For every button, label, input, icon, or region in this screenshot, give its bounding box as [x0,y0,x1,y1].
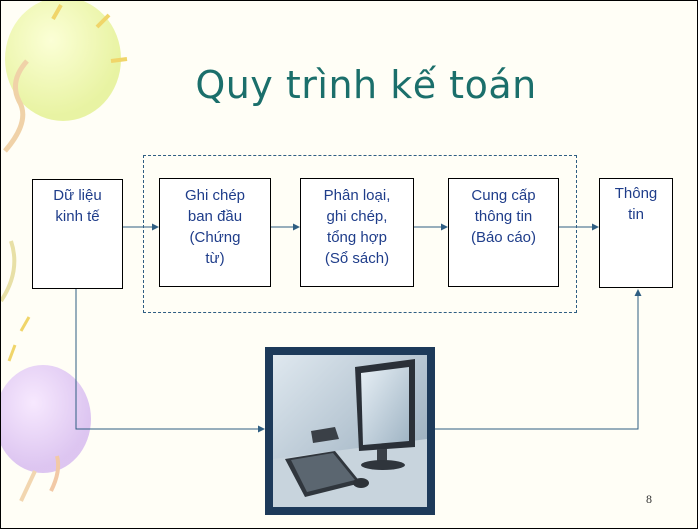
box-economic-data: Dữ liệu kinh tế [32,179,123,289]
page-number: 8 [646,492,652,506]
arrow-computer-to-info [435,289,642,430]
box-information: Thông tin [599,178,673,288]
balloon-decoration [1,1,128,502]
process-group-frame [143,155,577,313]
box-provide-info: Cung cấp thông tin (Báo cáo) [448,178,559,287]
slide-title: Quy trình kế toán [195,63,537,107]
computer-image [265,347,435,515]
box-classify: Phân loại, ghi chép, tổng hợp (Sổ sách) [300,178,414,287]
box-initial-record: Ghi chép ban đầu (Chứng từ) [159,178,271,287]
arrow-data-to-computer [75,289,265,433]
